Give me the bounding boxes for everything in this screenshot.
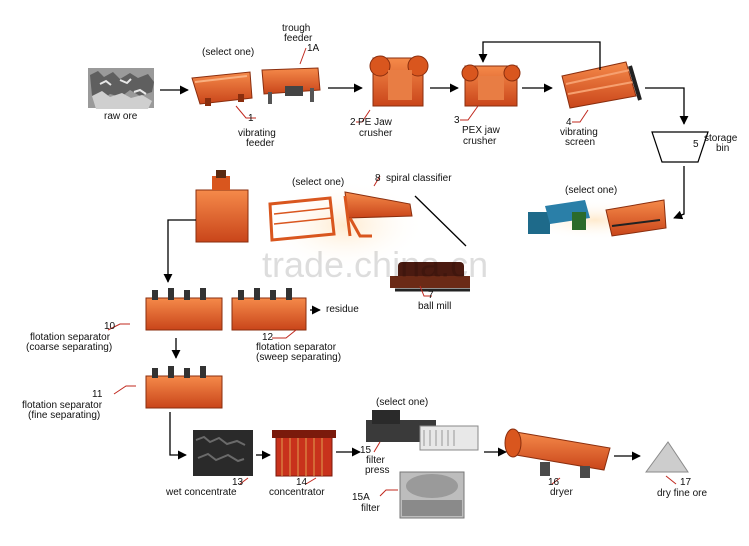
raw-ore-label: raw ore: [104, 111, 138, 122]
step-3-line2: crusher: [463, 136, 497, 147]
step-15-line2: press: [365, 465, 390, 476]
step-11-line2: (fine separating): [28, 410, 101, 421]
step-12-number: 12: [262, 332, 274, 343]
step-10-line2: (coarse separating): [26, 342, 113, 353]
step-1-line2: feeder: [246, 138, 275, 149]
filter-press-image: [366, 410, 479, 451]
select-one-label-4: (select one): [376, 397, 429, 408]
step-8-label: spiral classifier: [386, 173, 452, 184]
select-one-label-1: (select one): [202, 47, 255, 58]
watermark: trade.china.cn: [262, 244, 489, 285]
step-12-line1: flotation separator: [256, 342, 337, 353]
step-2-line2: crusher: [359, 128, 393, 139]
step-4-line1: vibrating: [560, 127, 598, 138]
step-4-line2: screen: [565, 137, 596, 148]
step-11-line1: flotation separator: [22, 400, 103, 411]
residue-label: residue: [326, 304, 359, 315]
filter-drum-image: [399, 471, 465, 519]
spiral-classifier-image: [265, 180, 425, 270]
ball-mill-options-image: [520, 199, 670, 240]
vibrating-feeder-image: [191, 71, 253, 106]
ball-mill-image: [390, 262, 470, 292]
step-1-line1: vibrating: [238, 128, 276, 139]
step-7-number: 7: [428, 290, 434, 301]
step-1-number: 1: [248, 113, 254, 124]
step-14-label: concentrator: [269, 487, 325, 498]
rotary-dryer-image: [504, 428, 611, 478]
select-one-label-2: (select one): [565, 185, 618, 196]
step-15a-number: 15A: [352, 492, 370, 503]
flow-arrows: [160, 41, 689, 461]
step-10-number: 10: [104, 321, 116, 332]
flotation-sweep-image: [231, 288, 307, 331]
step-14-number: 14: [296, 477, 308, 488]
pe-jaw-crusher-image: [369, 55, 429, 107]
wet-concentrate-image: [193, 430, 253, 476]
step-7-label: ball mill: [418, 301, 452, 312]
step-5-line1: storage: [704, 133, 738, 144]
step-11-number: 11: [92, 389, 103, 400]
step-1a-line2: feeder: [284, 33, 313, 44]
step-5-line2: bin: [716, 143, 730, 154]
step-15-line1: filter: [366, 455, 385, 466]
step-16-number: 16: [548, 477, 560, 488]
step-1a-number: 1A: [307, 43, 320, 54]
step-4-number: 4: [566, 117, 572, 128]
step-1a-line1: trough: [282, 23, 311, 34]
callout-wires: [107, 47, 677, 497]
raw-ore-image: [88, 68, 154, 109]
concentrator-image: [272, 430, 336, 477]
step-3-line1: PEX jaw: [462, 125, 500, 136]
vibrating-screen-image: [561, 61, 642, 109]
dry-fine-ore-pile: [645, 441, 689, 473]
pex-jaw-crusher-image: [461, 64, 521, 107]
step-16-label: dryer: [550, 487, 573, 498]
step-17-number: 17: [680, 477, 692, 488]
step-8-number: 8: [375, 173, 381, 184]
step-13-number: 13: [232, 477, 244, 488]
agitation-tank-image: [195, 170, 249, 243]
step-2-number: 2: [350, 117, 356, 128]
flotation-coarse-image: [145, 288, 223, 331]
step-13-label: wet concentrate: [166, 487, 237, 498]
select-one-label-3: (select one): [292, 177, 345, 188]
flotation-fine-image: [145, 366, 223, 409]
step-15-number: 15: [360, 445, 372, 456]
trough-feeder-image: [261, 67, 321, 104]
step-15a-label: filter: [361, 503, 380, 514]
step-12-line2: (sweep separating): [256, 352, 342, 363]
storage-bin-shape: [651, 131, 709, 163]
step-3-number: 3: [454, 115, 460, 126]
step-2-line1: PE Jaw: [358, 117, 392, 128]
step-5-number: 5: [693, 139, 699, 150]
step-10-line1: flotation separator: [30, 332, 111, 343]
step-17-label: dry fine ore: [657, 488, 708, 499]
